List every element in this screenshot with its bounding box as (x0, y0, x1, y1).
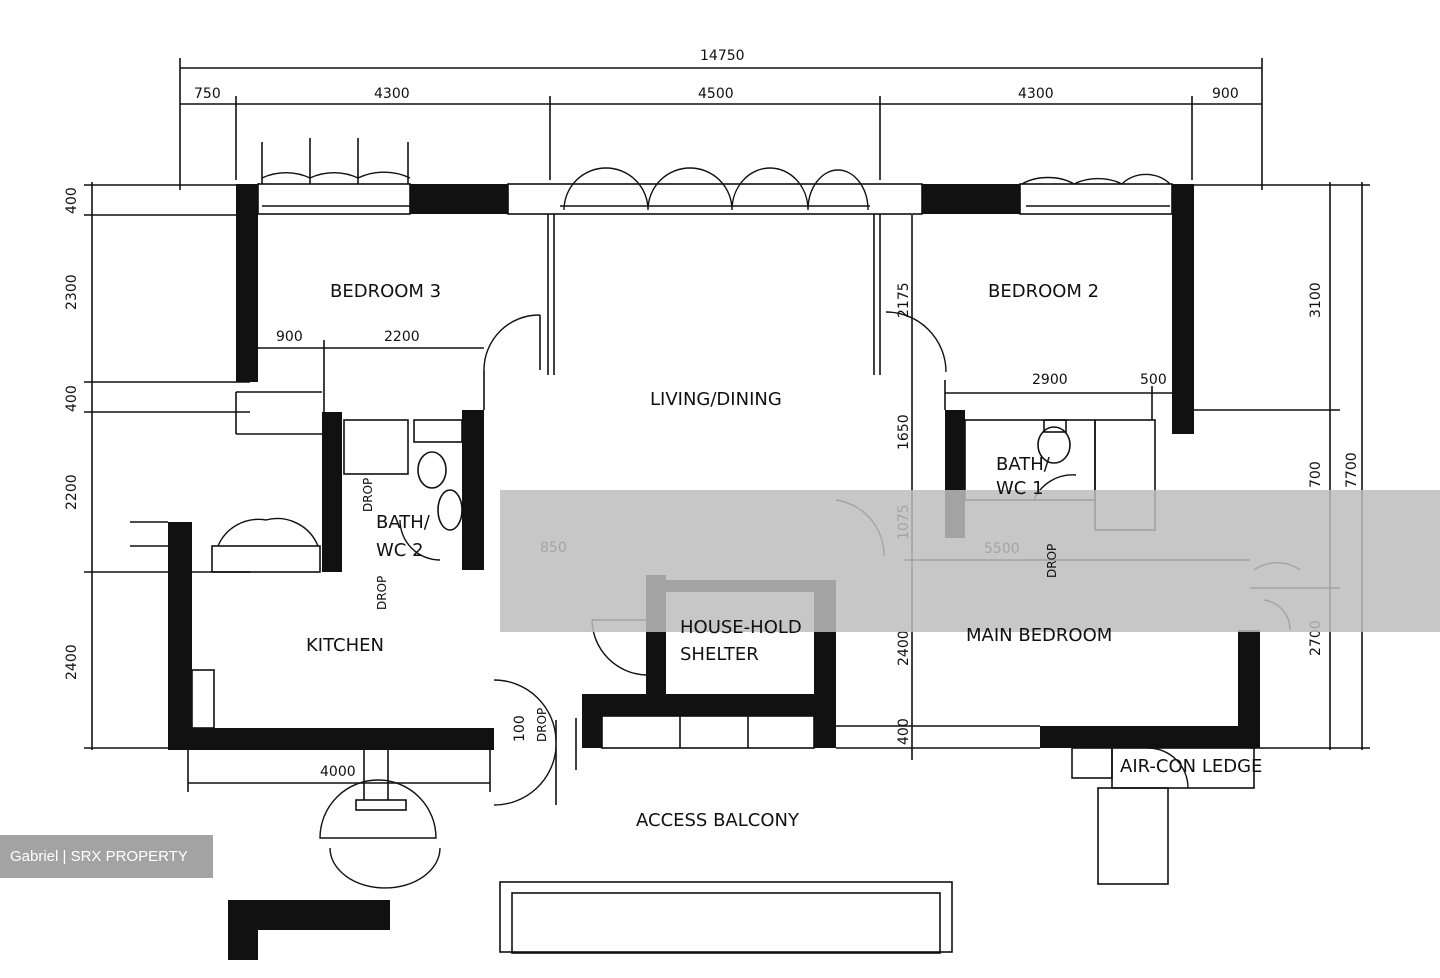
dim-right-700: 700 (1308, 461, 1324, 488)
label-shelter-l2: SHELTER (680, 644, 759, 665)
dim-top-4: 4300 (1018, 86, 1054, 102)
dim-1650: 1650 (896, 414, 912, 450)
room-labels: BEDROOM 3 BEDROOM 2 LIVING/DINING BATH/ … (306, 281, 1262, 831)
dim-top-3: 4500 (698, 86, 734, 102)
label-bedroom3: BEDROOM 3 (330, 281, 441, 302)
label-bath1-l2: WC 1 (996, 478, 1044, 499)
dim-right-3100: 3100 (1308, 282, 1324, 318)
label-balcony: ACCESS BALCONY (636, 810, 800, 831)
dim-left-4: 2200 (64, 474, 80, 510)
label-bedroom2: BEDROOM 2 (988, 281, 1099, 302)
dim-left-2: 2300 (64, 274, 80, 310)
dim-bed2-b: 500 (1140, 372, 1167, 388)
label-kitchen: KITCHEN (306, 635, 384, 656)
dim-left-3: 400 (64, 385, 80, 412)
label-main-bedroom: MAIN BEDROOM (966, 625, 1112, 646)
dim-2175: 2175 (896, 282, 912, 318)
dim-overall: 14750 (700, 48, 745, 64)
dim-left-5: 2400 (64, 644, 80, 680)
dim-100: 100 (512, 715, 528, 742)
label-drop-2: DROP (375, 576, 389, 610)
label-aircon: AIR-CON LEDGE (1120, 756, 1262, 777)
label-drop-4: DROP (1045, 544, 1059, 578)
label-shelter-l1: HOUSE-HOLD (680, 617, 802, 638)
dim-left-1: 400 (64, 187, 80, 214)
dim-bed3-b: 2200 (384, 329, 420, 345)
partition-lines (130, 183, 1255, 960)
label-drop-3: DROP (535, 708, 549, 742)
scan-band (500, 490, 1440, 632)
walls (168, 184, 1260, 750)
label-bath2-l1: BATH/ (376, 512, 431, 533)
label-drop-1: DROP (361, 478, 375, 512)
label-bath1-l1: BATH/ (996, 454, 1051, 475)
watermark: Gabriel | SRX PROPERTY (0, 835, 213, 878)
dim-top-5: 900 (1212, 86, 1239, 102)
dim-bed2-a: 2900 (1032, 372, 1068, 388)
dim-bed3-a: 900 (276, 329, 303, 345)
dim-2400-inner: 2400 (896, 630, 912, 666)
label-bath2-l2: WC 2 (376, 540, 424, 561)
dim-right-7700: 7700 (1344, 452, 1360, 488)
dimension-labels: 14750 750 4300 4500 4300 900 400 2300 40… (64, 48, 1360, 780)
dim-bottom: 4000 (320, 764, 356, 780)
dim-400-inner: 400 (896, 718, 912, 745)
dim-top-1: 750 (194, 86, 221, 102)
label-living: LIVING/DINING (650, 389, 782, 410)
dim-top-2: 4300 (374, 86, 410, 102)
